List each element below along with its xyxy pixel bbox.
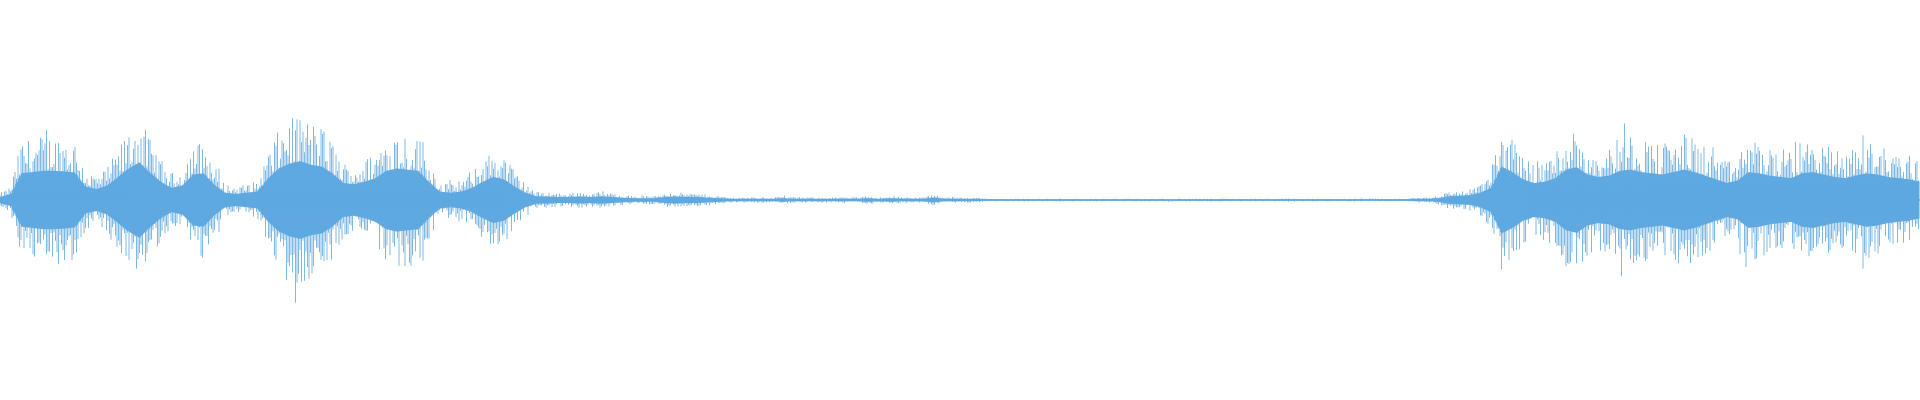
waveform-peaks — [0, 118, 1919, 303]
waveform-lines — [0, 118, 1920, 303]
